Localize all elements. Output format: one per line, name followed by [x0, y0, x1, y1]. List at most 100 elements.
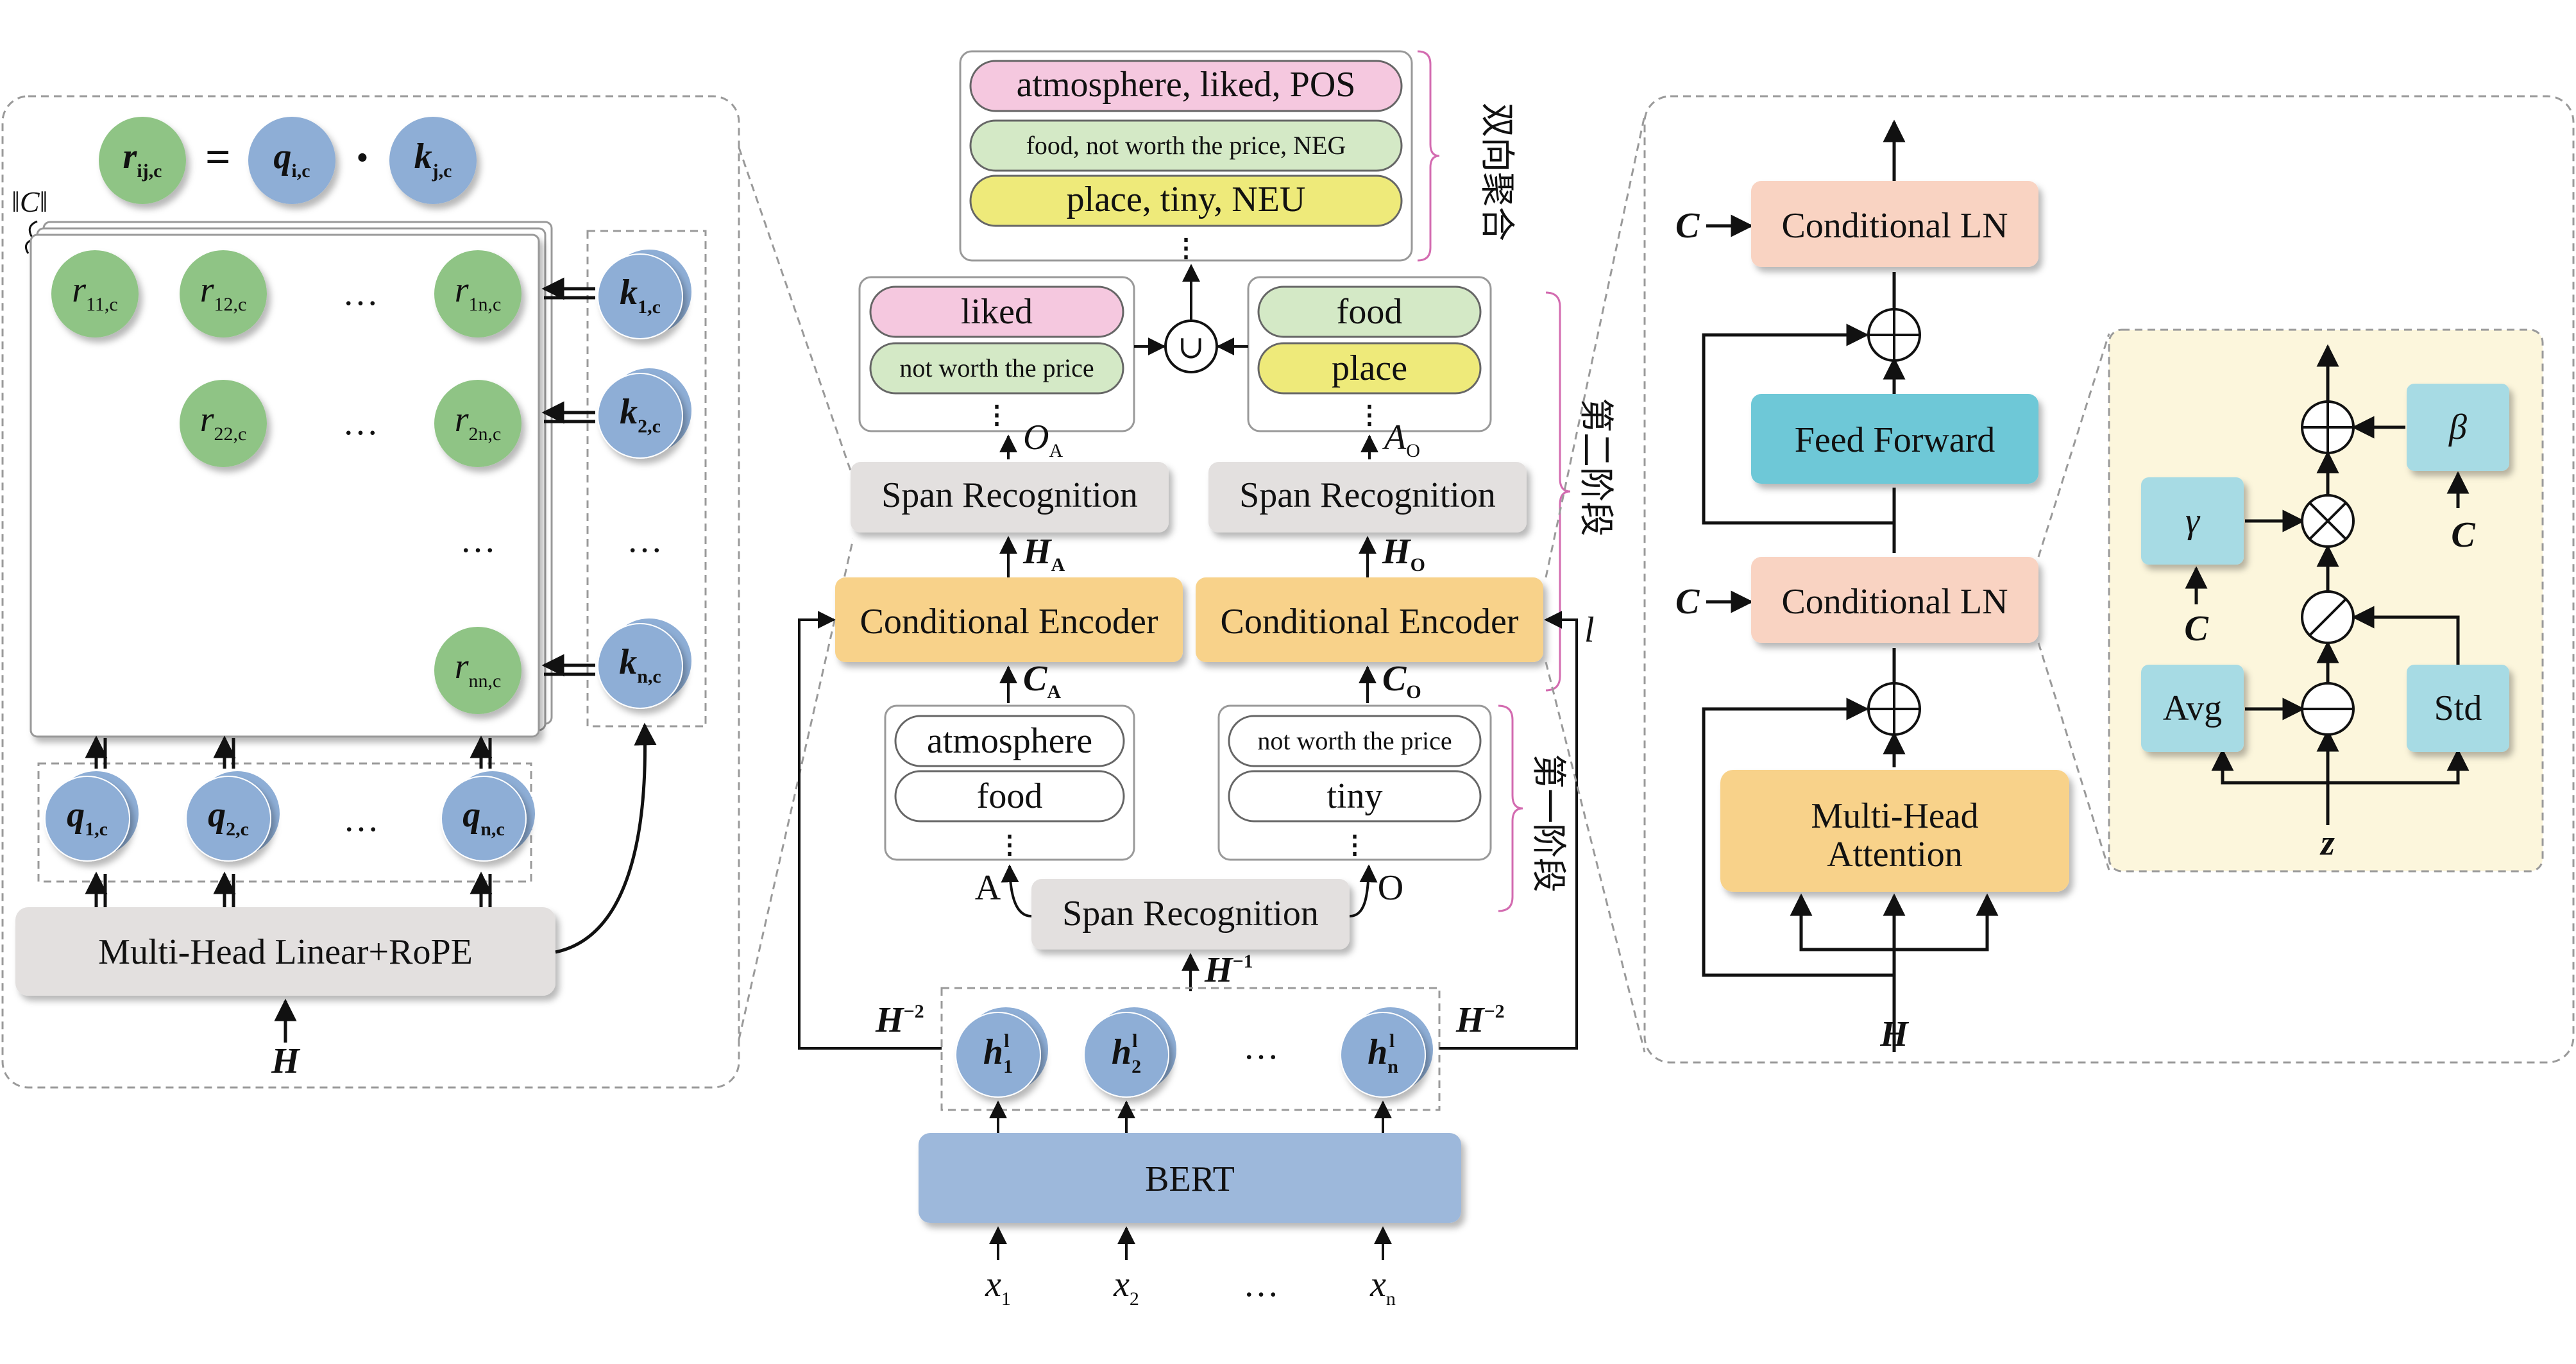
svg-text:h2l: h2l: [1112, 1030, 1141, 1077]
right-connectors: [1545, 115, 1646, 1053]
svg-text:⋮: ⋮: [997, 830, 1022, 859]
svg-text:rnn,c: rnn,c: [455, 647, 502, 692]
svg-text:hnl: hnl: [1368, 1030, 1398, 1077]
svg-text:=: =: [205, 133, 231, 182]
svg-text:…: …: [1243, 1027, 1279, 1067]
bert-to-hidden-arrows: [989, 1100, 1392, 1260]
svg-text:r22,c: r22,c: [200, 400, 247, 445]
svg-text:Conditional LN: Conditional LN: [1781, 206, 2008, 246]
right-panel-frame: [1643, 95, 2575, 1064]
svg-text:r12,c: r12,c: [200, 270, 247, 315]
c-norm-label: ‖C‖: [12, 185, 48, 218]
svg-text:Feed Forward: Feed Forward: [1795, 420, 1996, 460]
q-to-matrix-arrows: [85, 735, 493, 769]
svg-text:q2,c: q2,c: [208, 795, 249, 840]
k-nodes: k1,c k2,c … kn,c: [597, 250, 691, 709]
h-minus2-loops: [798, 611, 1578, 1050]
svg-text:O: O: [1378, 868, 1403, 908]
opinion-not-worth: not worth the price: [899, 354, 1094, 382]
svg-text:…: …: [343, 799, 379, 839]
svg-text:H: H: [1879, 1014, 1909, 1054]
svg-text:C: C: [2184, 609, 2208, 649]
svg-text:HA: HA: [1022, 532, 1065, 575]
svg-text:Span Recognition: Span Recognition: [1062, 894, 1319, 933]
svg-text:OA: OA: [1023, 418, 1063, 461]
triplet-pos: atmosphere, liked, POS: [1017, 65, 1356, 105]
left-panel-frame: [1, 95, 740, 1089]
opinion-liked: liked: [961, 292, 1033, 332]
span-recognition-stage1: [1031, 879, 1350, 950]
left-input-h: H: [271, 1041, 300, 1081]
svg-text:k2,c: k2,c: [620, 392, 661, 437]
candidate-food: food: [977, 776, 1043, 816]
svg-text:k1,c: k1,c: [620, 273, 661, 318]
svg-text:x1: x1: [985, 1265, 1011, 1309]
candidate-tiny: tiny: [1326, 776, 1382, 816]
svg-text:H−2: H−2: [875, 1000, 924, 1040]
stage1-label: 第一阶段: [1529, 754, 1569, 892]
feed-forward-block: [1751, 394, 2038, 484]
svg-text:kj,c: kj,c: [414, 137, 452, 182]
svg-text:kn,c: kn,c: [619, 642, 661, 687]
std-node: [2407, 665, 2509, 752]
svg-text:A: A: [975, 868, 1001, 908]
svg-text:H−2: H−2: [1455, 1000, 1505, 1040]
svg-text:Span Recognition: Span Recognition: [1239, 475, 1496, 515]
svg-text:⋮: ⋮: [1357, 400, 1382, 429]
svg-text:γ: γ: [2185, 501, 2201, 541]
svg-text:H−1: H−1: [1204, 950, 1253, 990]
score-matrix: r11,c r12,c … r1n,c r22,c … r2n,c … rnn,…: [51, 250, 521, 714]
linear-to-q-arrows: [85, 722, 657, 1043]
triplet-neu: place, tiny, NEU: [1067, 180, 1306, 219]
gamma-node: [2141, 477, 2244, 565]
svg-text:…: …: [627, 520, 663, 560]
conditional-ln-top: [1751, 181, 2038, 267]
svg-text:∪: ∪: [1178, 329, 1205, 365]
conditional-ln-bottom: [1751, 557, 2038, 643]
bert-block: [919, 1133, 1461, 1223]
candidate-atmosphere: atmosphere: [927, 721, 1092, 761]
right-panel: C C Conditional LN Feed Forward Conditio…: [1643, 95, 2575, 1064]
svg-text:CA: CA: [1023, 659, 1061, 703]
svg-text:r11,c: r11,c: [72, 270, 118, 315]
svg-text:q1,c: q1,c: [67, 795, 108, 840]
svg-text:Multi-Head: Multi-Head: [1811, 796, 1978, 836]
linear-rope-label: Multi-Head Linear+RoPE: [98, 932, 473, 972]
svg-text:h1l: h1l: [983, 1030, 1013, 1077]
candidate-not-worth: not worth the price: [1257, 726, 1452, 755]
center-panel: atmosphere, liked, POS food, not worth t…: [798, 50, 1616, 1309]
svg-text:r1n,c: r1n,c: [455, 270, 502, 315]
stage2-label: 第二阶段: [1576, 398, 1616, 536]
left-panel: rij,c = qi,c · kj,c ‖C‖ r11,c r12,c … r1…: [1, 95, 740, 1089]
svg-text:qn,c: qn,c: [462, 795, 505, 840]
beta-node: [2407, 384, 2509, 471]
aspect-food: food: [1337, 292, 1403, 332]
input-tokens: x1 x2 … xn: [985, 1265, 1396, 1309]
svg-text:β: β: [2448, 407, 2467, 447]
svg-text:Avg: Avg: [2163, 688, 2222, 728]
ln-inset: γ β Avg Std C C z: [2141, 344, 2509, 863]
union-arrows: [1134, 264, 1248, 355]
hidden-nodes: h1l h2l … hnl: [955, 1007, 1433, 1098]
svg-text:BERT: BERT: [1145, 1159, 1235, 1199]
svg-text:qi,c: qi,c: [273, 137, 310, 182]
svg-text:x2: x2: [1113, 1265, 1139, 1309]
layer-l-label: l: [1584, 610, 1595, 650]
svg-text:·: ·: [354, 130, 371, 186]
svg-text:CO: CO: [1382, 659, 1421, 703]
bidirectional-bracket: [1417, 50, 1440, 262]
conditional-encoder-opinion: [1196, 577, 1543, 662]
svg-text:…: …: [1243, 1265, 1279, 1304]
svg-text:⋮: ⋮: [1342, 830, 1368, 859]
svg-text:C: C: [1675, 206, 1700, 246]
svg-text:⋮: ⋮: [984, 400, 1010, 429]
svg-text:…: …: [343, 403, 378, 443]
k-to-matrix-arrows: [541, 277, 595, 677]
linear-rope-block: [15, 907, 555, 996]
avg-node: [2141, 665, 2244, 752]
stage2-bracket: [1545, 291, 1571, 692]
score-equation: rij,c = qi,c · kj,c: [99, 117, 477, 204]
svg-text:C: C: [1675, 582, 1700, 622]
svg-text:Attention: Attention: [1827, 835, 1963, 874]
